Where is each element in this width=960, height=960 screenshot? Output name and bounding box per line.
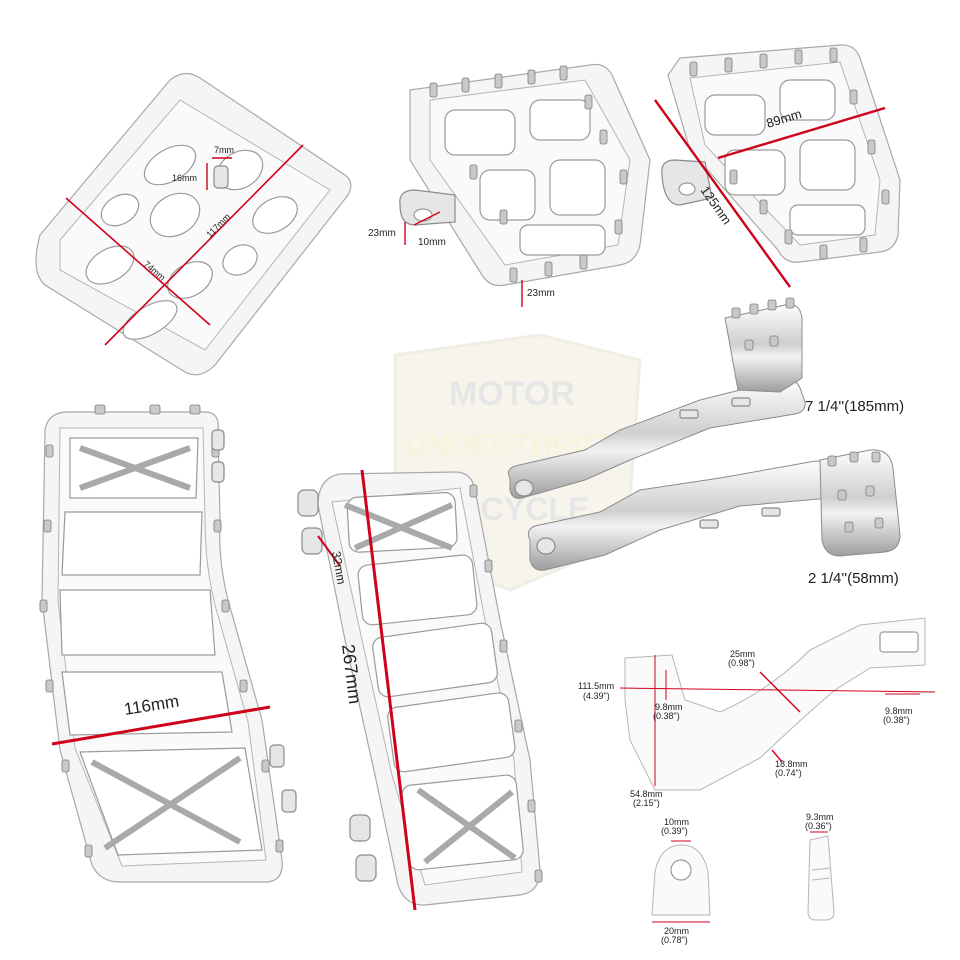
dim-10mm: 10mm	[418, 237, 446, 248]
dim-23mm-left: 23mm	[368, 228, 396, 239]
dim-18-8mm: 18.8mm	[775, 759, 808, 769]
label-7-1-4-185mm: 7 1/4''(185mm)	[805, 398, 904, 415]
dim-32mm: 32mm	[329, 550, 349, 585]
dim-20mm-clip: 20mm	[664, 926, 689, 936]
dim-9-8mm-inner: 9.8mm	[655, 702, 683, 712]
board-middle: 32mm 267mm	[297, 469, 543, 911]
dim-9-3mm-pin: 9.3mm	[806, 812, 834, 822]
dim-0-98in: (0.98")	[728, 658, 755, 668]
stud-row	[469, 484, 543, 883]
dim-0-38in-end: (0.38")	[883, 715, 910, 725]
dim-7mm: 7mm	[214, 145, 234, 155]
pin-technical-drawing: 9.3mm (0.36")	[805, 812, 835, 921]
dim-16mm: 16mm	[172, 173, 197, 183]
dim-4-39in: (4.39")	[583, 691, 610, 701]
dim-9-8mm-end: 9.8mm	[885, 706, 913, 716]
stud-row	[827, 451, 884, 533]
dim-25mm: 25mm	[730, 649, 755, 659]
stud-row	[731, 297, 795, 351]
peg-top-right: 89mm 125mm	[654, 44, 901, 288]
dim-0-74in: (0.74")	[775, 768, 802, 778]
dim-23mm-bottom: 23mm	[527, 288, 555, 299]
arm-technical-drawing: 111.5mm (4.39") 9.8mm (0.38") 25mm (0.98…	[578, 617, 936, 808]
dim-0-78in-clip: (0.78")	[661, 935, 688, 945]
dim-0-36in-pin: (0.36")	[805, 821, 832, 831]
stud-row	[689, 47, 890, 260]
stud-row	[429, 65, 628, 283]
shifter-arm-short: 2 1/4''(58mm)	[527, 449, 901, 587]
clip-technical-drawing: 10mm (0.39") 20mm (0.78")	[651, 817, 711, 945]
dim-111-5mm: 111.5mm	[578, 681, 614, 691]
dim-0-38in-inner: (0.38")	[653, 711, 680, 721]
dim-10mm-clip: 10mm	[664, 817, 689, 827]
board-left: 116mm	[39, 404, 297, 883]
watermark-line1: MOTOR	[449, 375, 575, 413]
label-2-1-4-58mm: 2 1/4''(58mm)	[808, 570, 899, 587]
peg-top-left: 74mm 117mm 16mm 7mm	[35, 72, 352, 376]
shifter-arm-long: 7 1/4''(185mm)	[507, 297, 904, 499]
dim-0-39in-clip: (0.39")	[661, 826, 688, 836]
dim-54-8mm: 54.8mm	[630, 789, 663, 799]
dim-2-15in: (2.15")	[633, 798, 660, 808]
peg-top-middle: 23mm 10mm 23mm	[368, 63, 651, 307]
